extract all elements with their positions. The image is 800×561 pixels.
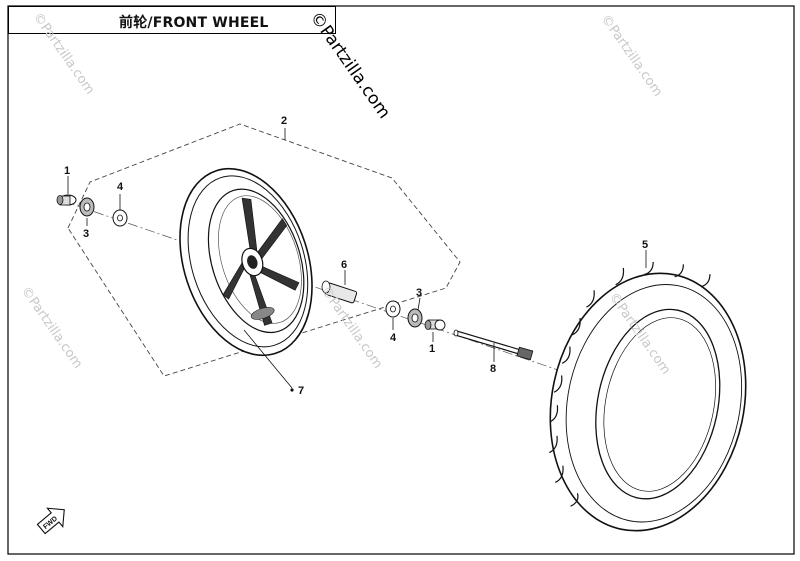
callout-8: 8 [490, 363, 496, 375]
outer-frame [7, 5, 795, 555]
callout-2: 2 [281, 115, 287, 127]
bearing-left [56, 194, 77, 206]
bearing-right [424, 319, 446, 331]
front-axle [453, 329, 534, 361]
callout-7: 7 [298, 385, 304, 397]
rim-assembly [179, 167, 313, 357]
wheel-assembly-boundary [67, 123, 461, 377]
oil-seal-right [407, 308, 423, 328]
tire [549, 262, 747, 532]
callout-7-dot [290, 388, 294, 392]
spacer-tube [321, 280, 358, 304]
collar-left [112, 209, 128, 227]
forward-arrow-icon: FWD [36, 507, 65, 535]
title-box: 前轮/FRONT WHEEL [8, 6, 336, 34]
diagram-title: 前轮/FRONT WHEEL [119, 15, 269, 31]
callout-1-right: 1 [429, 343, 435, 355]
collar-right [385, 300, 401, 318]
callout-4-right: 4 [390, 332, 397, 344]
leader-lines [67, 128, 647, 389]
callout-5: 5 [642, 239, 648, 251]
oil-seal-left [79, 197, 95, 217]
callout-6: 6 [341, 259, 347, 271]
callout-1-left: 1 [64, 165, 70, 177]
callout-4-left: 4 [117, 181, 124, 193]
callout-3-right: 3 [416, 287, 422, 299]
callout-3-left: 3 [83, 228, 89, 240]
